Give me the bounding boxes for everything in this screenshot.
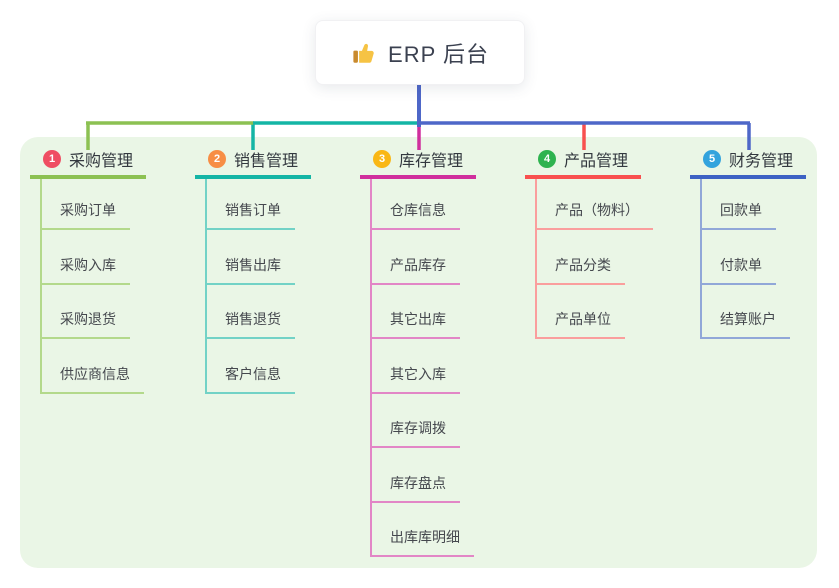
child-node[interactable]: 采购入库 — [40, 230, 180, 285]
child-node[interactable]: 销售出库 — [205, 230, 345, 285]
child-node-label: 产品单位 — [535, 309, 625, 339]
child-node-label: 销售退货 — [205, 309, 295, 339]
branch-node[interactable]: 3 库存管理 — [360, 147, 476, 179]
child-node-label: 库存盘点 — [370, 473, 460, 503]
child-node-label: 其它出库 — [370, 309, 460, 339]
child-node[interactable]: 库存盘点 — [370, 448, 510, 503]
branch-product-management: 4 产品管理 产品（物料） 产品分类 产品单位 — [525, 147, 675, 339]
branch-number-badge: 3 — [373, 150, 391, 168]
child-node[interactable]: 回款单 — [700, 179, 839, 230]
child-node[interactable]: 产品分类 — [535, 230, 675, 285]
child-node[interactable]: 出库库明细 — [370, 503, 510, 557]
branch-node[interactable]: 4 产品管理 — [525, 147, 641, 179]
child-node-label: 产品库存 — [370, 255, 460, 285]
branch-node-label: 销售管理 — [234, 153, 299, 170]
branch-number-badge: 4 — [538, 150, 556, 168]
child-node[interactable]: 供应商信息 — [40, 339, 180, 394]
branch-node-label: 财务管理 — [729, 153, 794, 170]
branch-node[interactable]: 2 销售管理 — [195, 147, 311, 179]
child-node-label: 销售出库 — [205, 255, 295, 285]
child-node-label: 供应商信息 — [40, 364, 144, 394]
thumbs-up-icon — [353, 43, 374, 63]
child-node[interactable]: 结算账户 — [700, 285, 839, 339]
child-node-label: 采购退货 — [40, 309, 130, 339]
child-node-label: 采购订单 — [40, 200, 130, 230]
child-node-label: 产品（物料） — [535, 200, 653, 230]
child-node-label: 回款单 — [700, 200, 776, 230]
branch-finance-management: 5 财务管理 回款单 付款单 结算账户 — [690, 147, 839, 339]
child-node[interactable]: 其它入库 — [370, 339, 510, 394]
child-node[interactable]: 销售退货 — [205, 285, 345, 339]
child-node-label: 库存调拨 — [370, 418, 460, 448]
root-node-label: ERP 后台 — [388, 41, 489, 67]
mindmap-background-panel — [20, 137, 817, 568]
child-node-label: 客户信息 — [205, 364, 295, 394]
child-node-label: 产品分类 — [535, 255, 625, 285]
child-node[interactable]: 产品库存 — [370, 230, 510, 285]
branch-node-label: 库存管理 — [399, 153, 464, 170]
child-node[interactable]: 付款单 — [700, 230, 839, 285]
branch-number-badge: 1 — [43, 150, 61, 168]
branch-inventory-management: 3 库存管理 仓库信息 产品库存 其它出库 其它入库 库存调拨 库存盘点 出库库… — [360, 147, 510, 557]
branch-node[interactable]: 1 采购管理 — [30, 147, 146, 179]
child-node[interactable]: 销售订单 — [205, 179, 345, 230]
branch-node-label: 采购管理 — [69, 153, 134, 170]
child-node-label: 销售订单 — [205, 200, 295, 230]
child-node[interactable]: 采购退货 — [40, 285, 180, 339]
root-node[interactable]: ERP 后台 — [315, 20, 525, 85]
child-node-label: 采购入库 — [40, 255, 130, 285]
child-node-label: 仓库信息 — [370, 200, 460, 230]
child-node-label: 结算账户 — [700, 309, 790, 339]
branch-node-label: 产品管理 — [564, 153, 629, 170]
child-node-label: 其它入库 — [370, 364, 460, 394]
branch-number-badge: 5 — [703, 150, 721, 168]
child-node[interactable]: 客户信息 — [205, 339, 345, 394]
child-node-label: 付款单 — [700, 255, 776, 285]
child-node-label: 出库库明细 — [370, 527, 474, 557]
branch-purchase-management: 1 采购管理 采购订单 采购入库 采购退货 供应商信息 — [30, 147, 180, 394]
child-node[interactable]: 其它出库 — [370, 285, 510, 339]
child-node[interactable]: 产品（物料） — [535, 179, 675, 230]
child-node[interactable]: 产品单位 — [535, 285, 675, 339]
child-node[interactable]: 采购订单 — [40, 179, 180, 230]
child-node[interactable]: 库存调拨 — [370, 394, 510, 448]
branch-sales-management: 2 销售管理 销售订单 销售出库 销售退货 客户信息 — [195, 147, 345, 394]
branch-number-badge: 2 — [208, 150, 226, 168]
branch-node[interactable]: 5 财务管理 — [690, 147, 806, 179]
child-node[interactable]: 仓库信息 — [370, 179, 510, 230]
